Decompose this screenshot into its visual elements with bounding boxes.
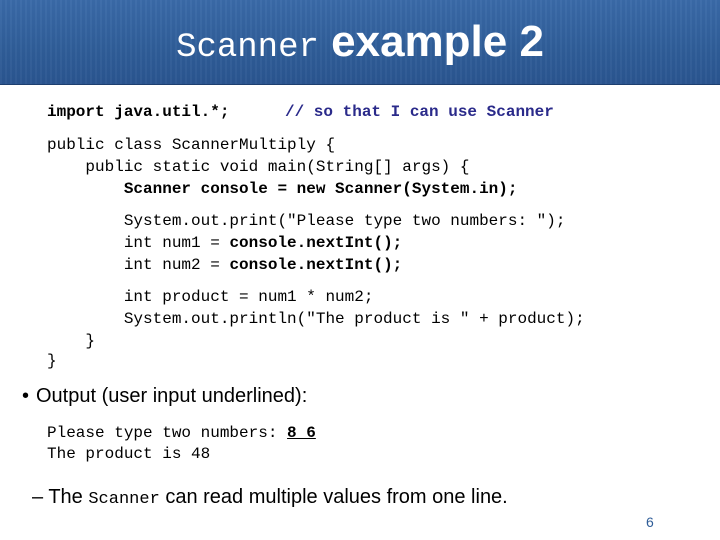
output-line-1: Please type two numbers: 8 6 — [47, 422, 316, 444]
code-line-println: System.out.println("The product is " + p… — [47, 310, 585, 328]
code-line-close-method: } — [47, 332, 96, 350]
code-line-close-class: } — [47, 352, 57, 370]
subbullet: – The Scanner can read multiple values f… — [32, 486, 508, 509]
subbullet-code: Scanner — [88, 490, 160, 509]
code-line-class: public class ScannerMultiply { — [47, 136, 336, 154]
code-line-main: public static void main(String[] args) { — [47, 158, 470, 176]
bullet-dot: • — [22, 385, 30, 407]
code-num1-call: console.nextInt(); — [229, 234, 403, 252]
code-num2-call: console.nextInt(); — [229, 256, 403, 274]
code-num1-decl: int num1 = — [47, 234, 230, 252]
code-num2-decl: int num2 = — [47, 256, 230, 274]
title-code-word: Scanner — [176, 29, 319, 67]
code-line-scanner: Scanner console = new Scanner(System.in)… — [47, 180, 518, 198]
bullet-text: Output (user input underlined): — [36, 385, 308, 407]
title-text: example 2 — [331, 17, 544, 66]
bullet-output: • Output (user input underlined): — [22, 385, 307, 408]
output-user-input: 8 6 — [287, 424, 316, 442]
output-prompt: Please type two numbers: — [47, 424, 288, 442]
output-line-2: The product is 48 — [47, 445, 211, 463]
subbullet-text-after: can read multiple values from one line. — [159, 486, 508, 508]
import-comment: // so that I can use Scanner — [285, 103, 554, 121]
title-bar — [0, 0, 720, 84]
code-line-print: System.out.print("Please type two number… — [47, 212, 566, 230]
import-statement: import java.util.*; — [47, 103, 230, 121]
subbullet-text-before: The — [48, 486, 89, 508]
slide-title: Scanner example 2 — [0, 18, 720, 72]
page-number: 6 — [646, 514, 654, 530]
code-line-num2: int num2 = console.nextInt(); — [47, 254, 402, 276]
subbullet-dash: – — [32, 486, 44, 508]
code-line-product: int product = num1 * num2; — [47, 288, 374, 306]
code-line-num1: int num1 = console.nextInt(); — [47, 232, 402, 254]
